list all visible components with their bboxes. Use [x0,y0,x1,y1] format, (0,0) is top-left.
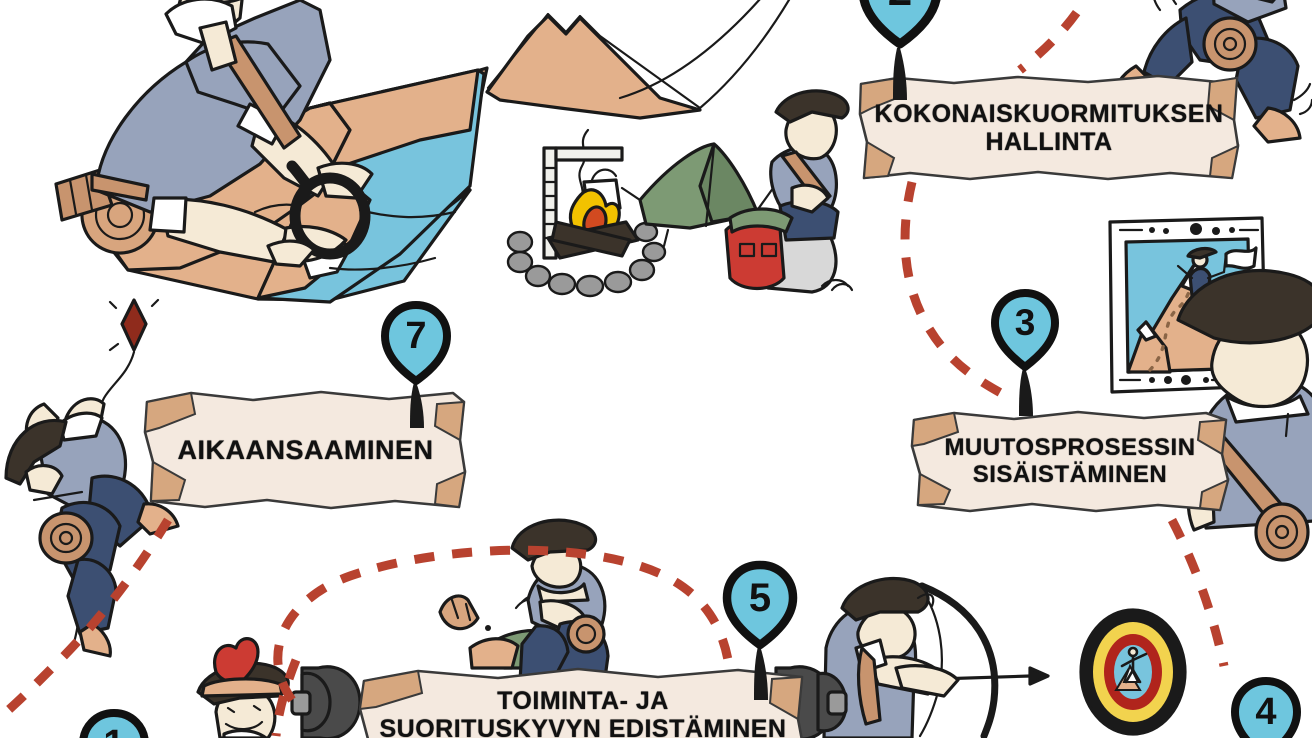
pin-shape [722,560,798,700]
banner-line: KOKONAISKUORMITUKSEN [874,100,1224,128]
torn-paper-shape [858,74,1240,181]
banner-line: SUORITUSKYVYN EDISTÄMINEN [379,715,787,738]
map-pin-1[interactable]: 1 [78,708,150,738]
torn-paper-shape [143,390,467,510]
map-pin-7[interactable]: 7 [380,300,452,428]
pin-shape [381,301,451,428]
scene-target [1079,608,1187,736]
trail-top-right [1017,0,1091,74]
map-pin-3[interactable]: 3 [990,288,1060,416]
pin-number: 1 [78,708,150,738]
pin-shape [991,289,1059,416]
pin-shape [1231,677,1301,738]
map-pin-2[interactable]: 2 [857,0,943,100]
pin-number: 2 [857,0,943,34]
torn-paper-shape [358,667,804,738]
trail-layer [1,0,1229,737]
map-pin-5[interactable]: 5 [722,560,798,700]
banner-line: MUUTOSPROSESSIN [944,434,1196,462]
scene-scout-red-hat [196,637,290,738]
trail-bottom-left-short [271,658,301,737]
scene-rock-climber [4,298,180,658]
pin-number: 3 [1014,302,1036,343]
banner-line: HALLINTA [985,128,1113,156]
trail-left-down [1,517,172,718]
scene-climber-top-right [1110,0,1312,144]
scene-map-reading [54,0,489,304]
trail-loop-bottom [273,545,733,703]
pin-number: 5 [748,576,772,620]
pin-shape [859,0,941,100]
banner-text: AIKAANSAAMINEN [143,388,468,513]
pin-number: 7 [405,315,427,357]
banner-aikaansaaminen[interactable]: AIKAANSAAMINEN [143,388,468,513]
torn-paper-shape [910,410,1230,513]
pin-shape [79,709,149,738]
scene-campsite [485,0,854,298]
trail-3-to-4 [1168,517,1229,667]
banner-line: AIKAANSAAMINEN [177,435,434,466]
banner-line: SISÄISTÄMINEN [972,461,1168,488]
scene-archer [822,576,1050,738]
trail-top-to-3 [900,180,1013,402]
banner-line: TOIMINTA- JA [497,687,669,715]
scene-summit-photo [1108,216,1312,562]
map-pin-4[interactable]: 4 [1230,676,1302,738]
pin-number: 4 [1255,691,1277,733]
